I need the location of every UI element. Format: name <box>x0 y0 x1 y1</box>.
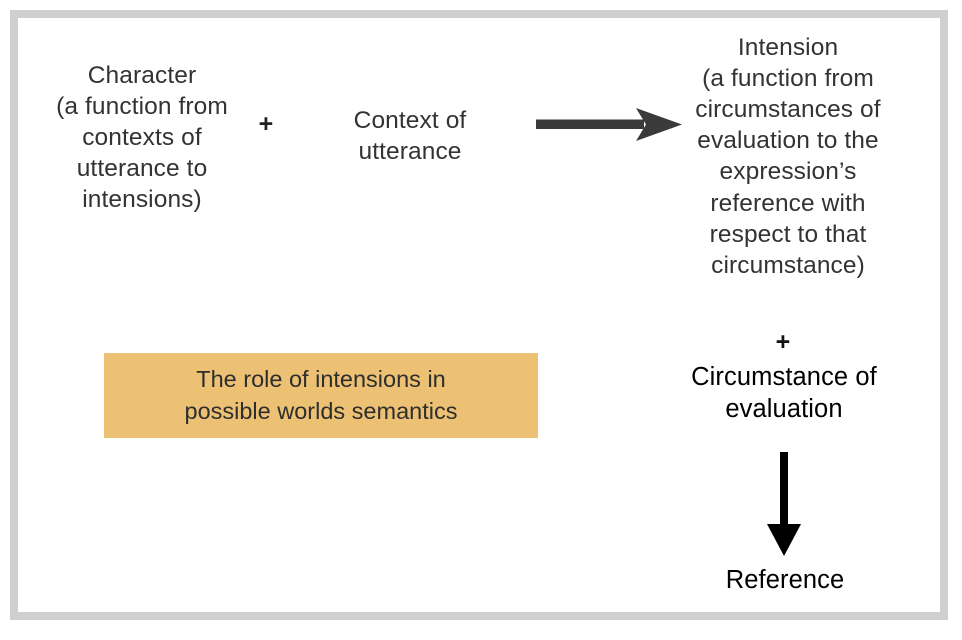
node-character: Character (a function from contexts of u… <box>56 62 228 214</box>
caption-text: The role of intensions in possible world… <box>184 366 458 424</box>
arrow-right-icon <box>536 104 682 146</box>
diagram-frame <box>10 10 948 620</box>
node-reference: Reference <box>725 566 845 594</box>
node-intension: Intension (a function from circumstances… <box>695 34 881 279</box>
node-circumstance-of-evaluation: Circumstance of evaluation <box>691 363 877 424</box>
node-context-of-utterance: Context of utterance <box>353 107 467 166</box>
caption-box: The role of intensions in possible world… <box>104 353 538 438</box>
arrow-down-icon <box>758 452 810 556</box>
plus-operator-left: + <box>258 110 274 138</box>
plus-operator-right: + <box>775 328 791 356</box>
